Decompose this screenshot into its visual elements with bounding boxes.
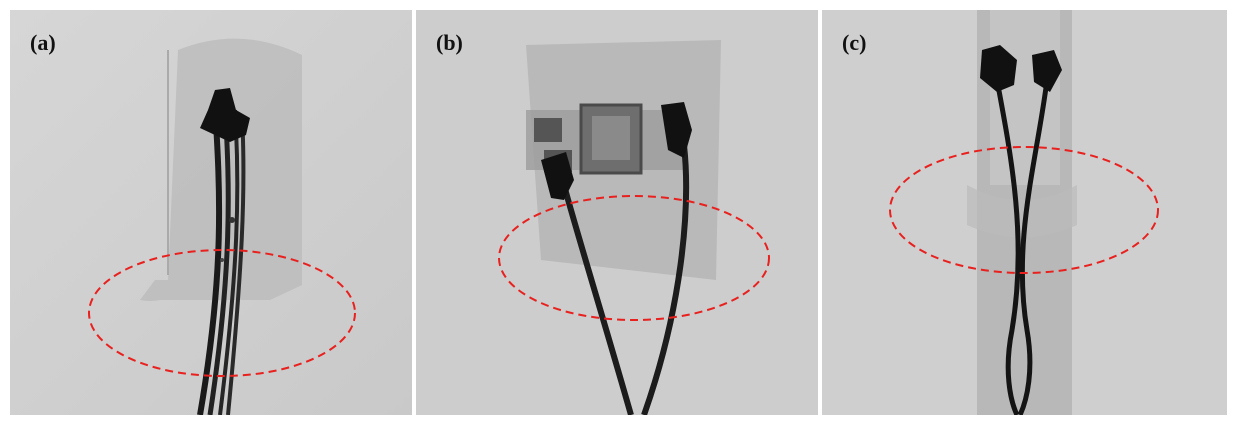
highlight-ellipse-a <box>88 249 356 377</box>
panel-label-a: (a) <box>30 30 56 55</box>
panel-label-b: (b) <box>436 30 463 55</box>
xray-image-b <box>416 10 818 415</box>
highlight-ellipse-c <box>889 146 1159 274</box>
xray-panel-b: (b) <box>416 10 818 415</box>
panel-label-c: (c) <box>842 30 867 55</box>
xray-image-a <box>10 10 412 415</box>
xray-panel-a: (a) <box>10 10 412 415</box>
highlight-ellipse-b <box>498 195 770 321</box>
xray-panel-c: (c) <box>822 10 1227 415</box>
xray-image-c <box>822 10 1227 415</box>
